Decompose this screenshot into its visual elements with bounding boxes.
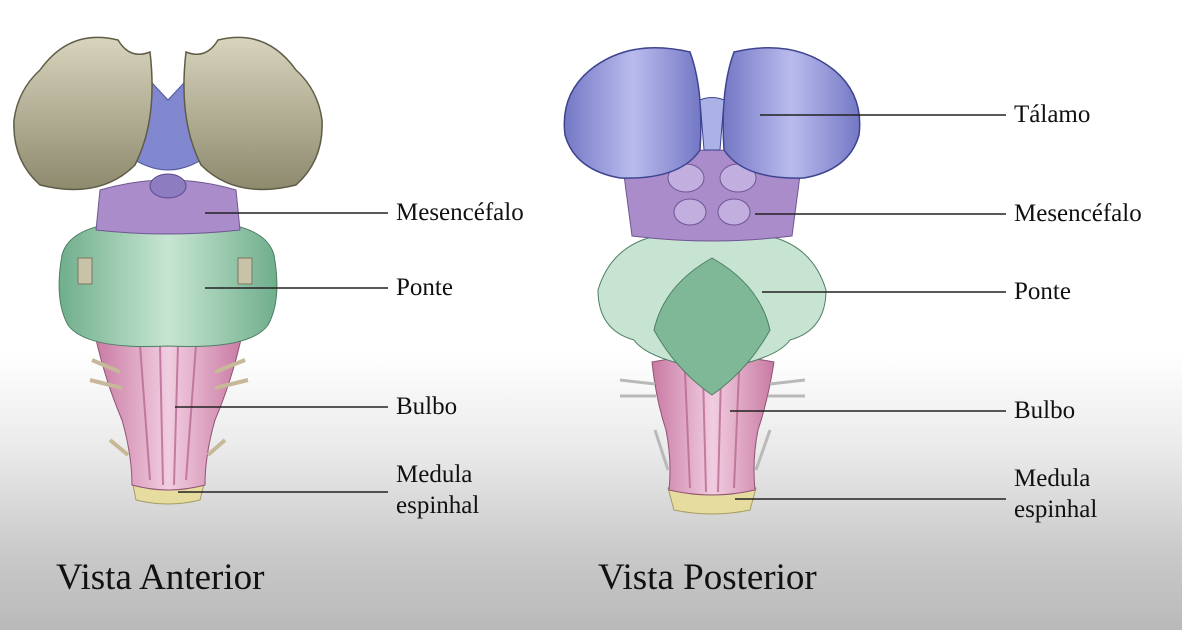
anterior-label-ponte: Ponte (396, 274, 453, 301)
posterior-label-talamo: Tálamo (1014, 101, 1091, 128)
posterior-pineal-region (699, 97, 725, 151)
anterior-thalamus-left (13, 36, 153, 191)
posterior-leader-lines (730, 114, 1006, 500)
anterior-nerve-roots (89, 358, 249, 457)
posterior-caption: Vista Posterior (598, 557, 817, 598)
posterior-label-mesencefalo: Mesencéfalo (1014, 200, 1142, 227)
posterior-thalamus-right (722, 47, 861, 179)
posterior-label-bulbo: Bulbo (1014, 397, 1076, 424)
anterior-thalamus-right (183, 36, 323, 191)
anterior-label-mesencefalo: Mesencéfalo (396, 199, 524, 226)
posterior-medulla-striations (684, 371, 740, 493)
anterior-midbrain (95, 179, 241, 235)
anterior-medulla (94, 327, 243, 491)
posterior-fourth-ventricle (653, 257, 771, 396)
posterior-thalamus-left (563, 47, 702, 179)
anterior-medulla-striations (139, 344, 197, 486)
anterior-brainstem (13, 36, 323, 505)
posterior-brainstem (563, 47, 861, 515)
anterior-leader-lines (175, 212, 388, 493)
anterior-label-bulbo: Bulbo (396, 393, 458, 420)
anterior-caption: Vista Anterior (56, 557, 265, 598)
posterior-nerve-roots (619, 378, 806, 471)
anterior-label-medula: Medula espinhal (396, 461, 480, 519)
anterior-pons-nerve-left (77, 257, 93, 285)
anterior-pons-nerve-right (237, 257, 253, 285)
anterior-midbrain-body (149, 173, 187, 199)
posterior-label-ponte: Ponte (1014, 278, 1071, 305)
posterior-label-medula: Medula espinhal (1014, 465, 1098, 523)
